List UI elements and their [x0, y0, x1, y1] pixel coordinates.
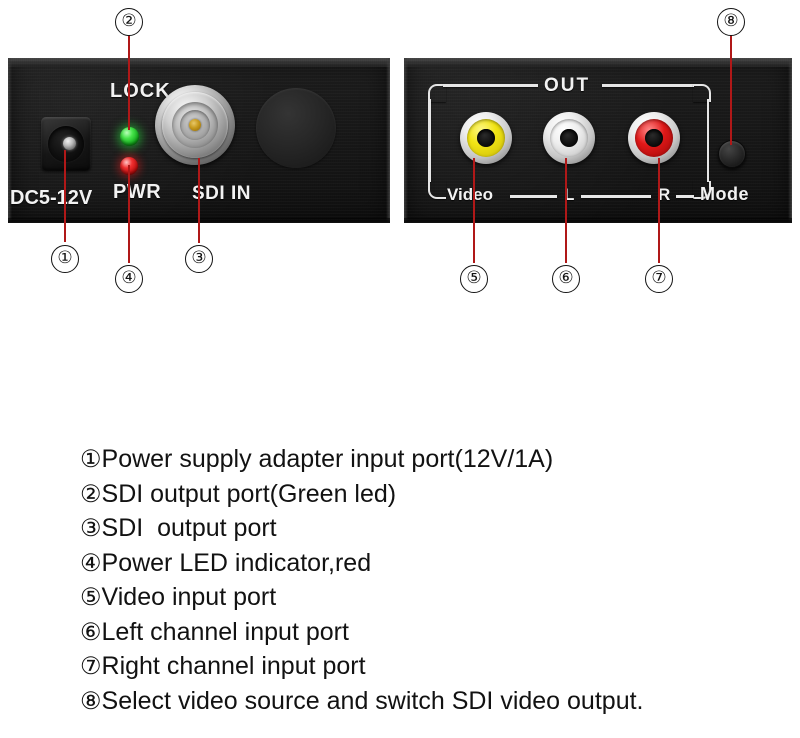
- callout-circle-6: ⑥: [552, 265, 580, 293]
- legend-item: ⑧ Select video source and switch SDI vid…: [80, 685, 720, 720]
- out-frame-corner-tl: [428, 84, 446, 102]
- legend-item: ⑤ Video input port: [80, 581, 720, 616]
- sdi-in-label: SDI IN: [192, 183, 251, 204]
- legend-item: ① Power supply adapter input port(12V/1A…: [80, 443, 720, 478]
- legend-list: ① Power supply adapter input port(12V/1A…: [80, 443, 720, 719]
- chassis-right-edge: [386, 58, 390, 223]
- legend-marker: ⑥: [80, 619, 102, 646]
- legend-item: ⑦ Right channel input port: [80, 650, 720, 685]
- rear-chassis-left-edge: [404, 58, 408, 223]
- out-frame-corner-tr: [693, 84, 711, 102]
- legend-marker: ①: [80, 447, 102, 473]
- callout-leader-3: [198, 158, 200, 243]
- legend-text: Video input port: [101, 583, 277, 611]
- legend-text: Power supply adapter input port(12V/1A): [101, 445, 554, 473]
- rca-video-hole: [477, 129, 495, 147]
- legend-text: Right channel input port: [101, 652, 366, 680]
- out-frame-corner-br: [693, 181, 711, 199]
- legend-marker: ⑦: [80, 654, 102, 680]
- bnc-center-pin: [189, 119, 201, 131]
- callout-circle-2: ②: [115, 8, 143, 36]
- legend-text: SDI output port: [101, 514, 277, 542]
- legend-item: ⑥ Left channel input port: [80, 616, 720, 651]
- callout-circle-1: ①: [51, 245, 79, 273]
- legend-text: Power LED indicator,red: [101, 548, 372, 577]
- lock-led: [120, 127, 139, 146]
- callout-leader-7: [658, 158, 660, 263]
- callout-circle-7: ⑦: [645, 265, 673, 293]
- legend-marker: ⑧: [80, 688, 102, 715]
- mode-button[interactable]: [718, 140, 746, 168]
- rca-left-hole: [560, 129, 578, 147]
- rca-left-label: L: [564, 185, 575, 204]
- callout-circle-8: ⑧: [717, 8, 745, 36]
- legend-text: Left channel input port: [101, 617, 349, 646]
- dc-input-label: DC5-12V: [10, 187, 93, 209]
- legend-item: ③ SDI output port: [80, 512, 720, 547]
- rca-right-hole: [645, 129, 663, 147]
- out-frame-right-bar: [706, 99, 709, 182]
- out-frame-bottom-bar-2: [581, 195, 651, 198]
- out-frame-bottom-bar-3: [676, 195, 694, 198]
- legend-item: ② SDI output port(Green led): [80, 478, 720, 513]
- lock-label: LOCK: [110, 80, 171, 102]
- callout-circle-5: ⑤: [460, 265, 488, 293]
- out-frame-top-right-bar: [602, 84, 694, 87]
- rear-chassis-bottom-lip: [404, 218, 792, 223]
- out-frame-left-bar: [428, 99, 431, 182]
- out-group-label: OUT: [544, 75, 591, 96]
- rca-video-label: Video: [447, 185, 493, 204]
- legend-text: SDI output port(Green led): [101, 479, 397, 508]
- legend-item: ④ Power LED indicator,red: [80, 547, 720, 582]
- dc-jack-center-pin: [63, 137, 76, 150]
- callout-circle-4: ④: [115, 265, 143, 293]
- callout-leader-1: [64, 150, 66, 242]
- callout-leader-5: [473, 158, 475, 263]
- rca-right-label: R: [658, 185, 671, 204]
- out-frame-corner-bl: [428, 181, 446, 199]
- blank-cover-disc: [256, 88, 336, 168]
- legend-text: Select video source and switch SDI video…: [101, 686, 644, 715]
- callout-leader-6: [565, 158, 567, 263]
- chassis-top-bevel: [8, 58, 390, 67]
- callout-leader-8: [730, 35, 732, 145]
- out-frame-bottom-bar-1: [510, 195, 557, 198]
- rear-chassis-right-edge: [788, 58, 792, 223]
- callout-leader-2: [128, 35, 130, 130]
- rear-chassis-top-bevel: [404, 58, 792, 67]
- callout-circle-3: ③: [185, 245, 213, 273]
- out-frame-top-left-bar: [443, 84, 538, 87]
- legend-marker: ④: [80, 550, 102, 577]
- legend-marker: ⑤: [80, 585, 102, 611]
- power-label: PWR: [113, 181, 162, 203]
- legend-marker: ③: [80, 516, 102, 542]
- legend-marker: ②: [80, 481, 102, 508]
- callout-leader-4: [128, 165, 130, 263]
- mode-label: Mode: [700, 184, 749, 204]
